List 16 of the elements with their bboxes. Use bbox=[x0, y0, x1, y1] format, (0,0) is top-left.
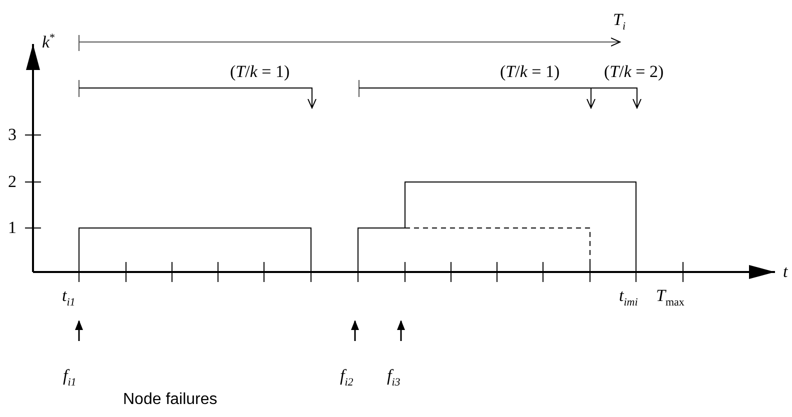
axis-label: k$^{*}$ bbox=[42, 31, 56, 53]
tick-label: T$_{max}$ bbox=[656, 286, 684, 310]
event-label: f$_{i1}$ bbox=[63, 366, 76, 390]
tick-label: 1 bbox=[8, 218, 16, 238]
caption-text: Node failures bbox=[123, 390, 218, 410]
event-label: f$_{i3}$ bbox=[387, 366, 400, 390]
event-label: f$_{i2}$ bbox=[340, 366, 354, 390]
interval-label: (T/k = 1) bbox=[500, 62, 560, 82]
tick-label: 3 bbox=[8, 125, 16, 145]
tick-label: t$_{imi}$ bbox=[619, 286, 638, 310]
axis-label: T$_{i}$ bbox=[613, 10, 626, 34]
interval-label: (T/k = 1) bbox=[230, 62, 290, 82]
tick-label: t$_{i1}$ bbox=[62, 286, 76, 310]
tick-label: 2 bbox=[8, 172, 16, 192]
interval-label: (T/k = 2) bbox=[604, 62, 664, 82]
axis-label: t bbox=[783, 262, 788, 282]
